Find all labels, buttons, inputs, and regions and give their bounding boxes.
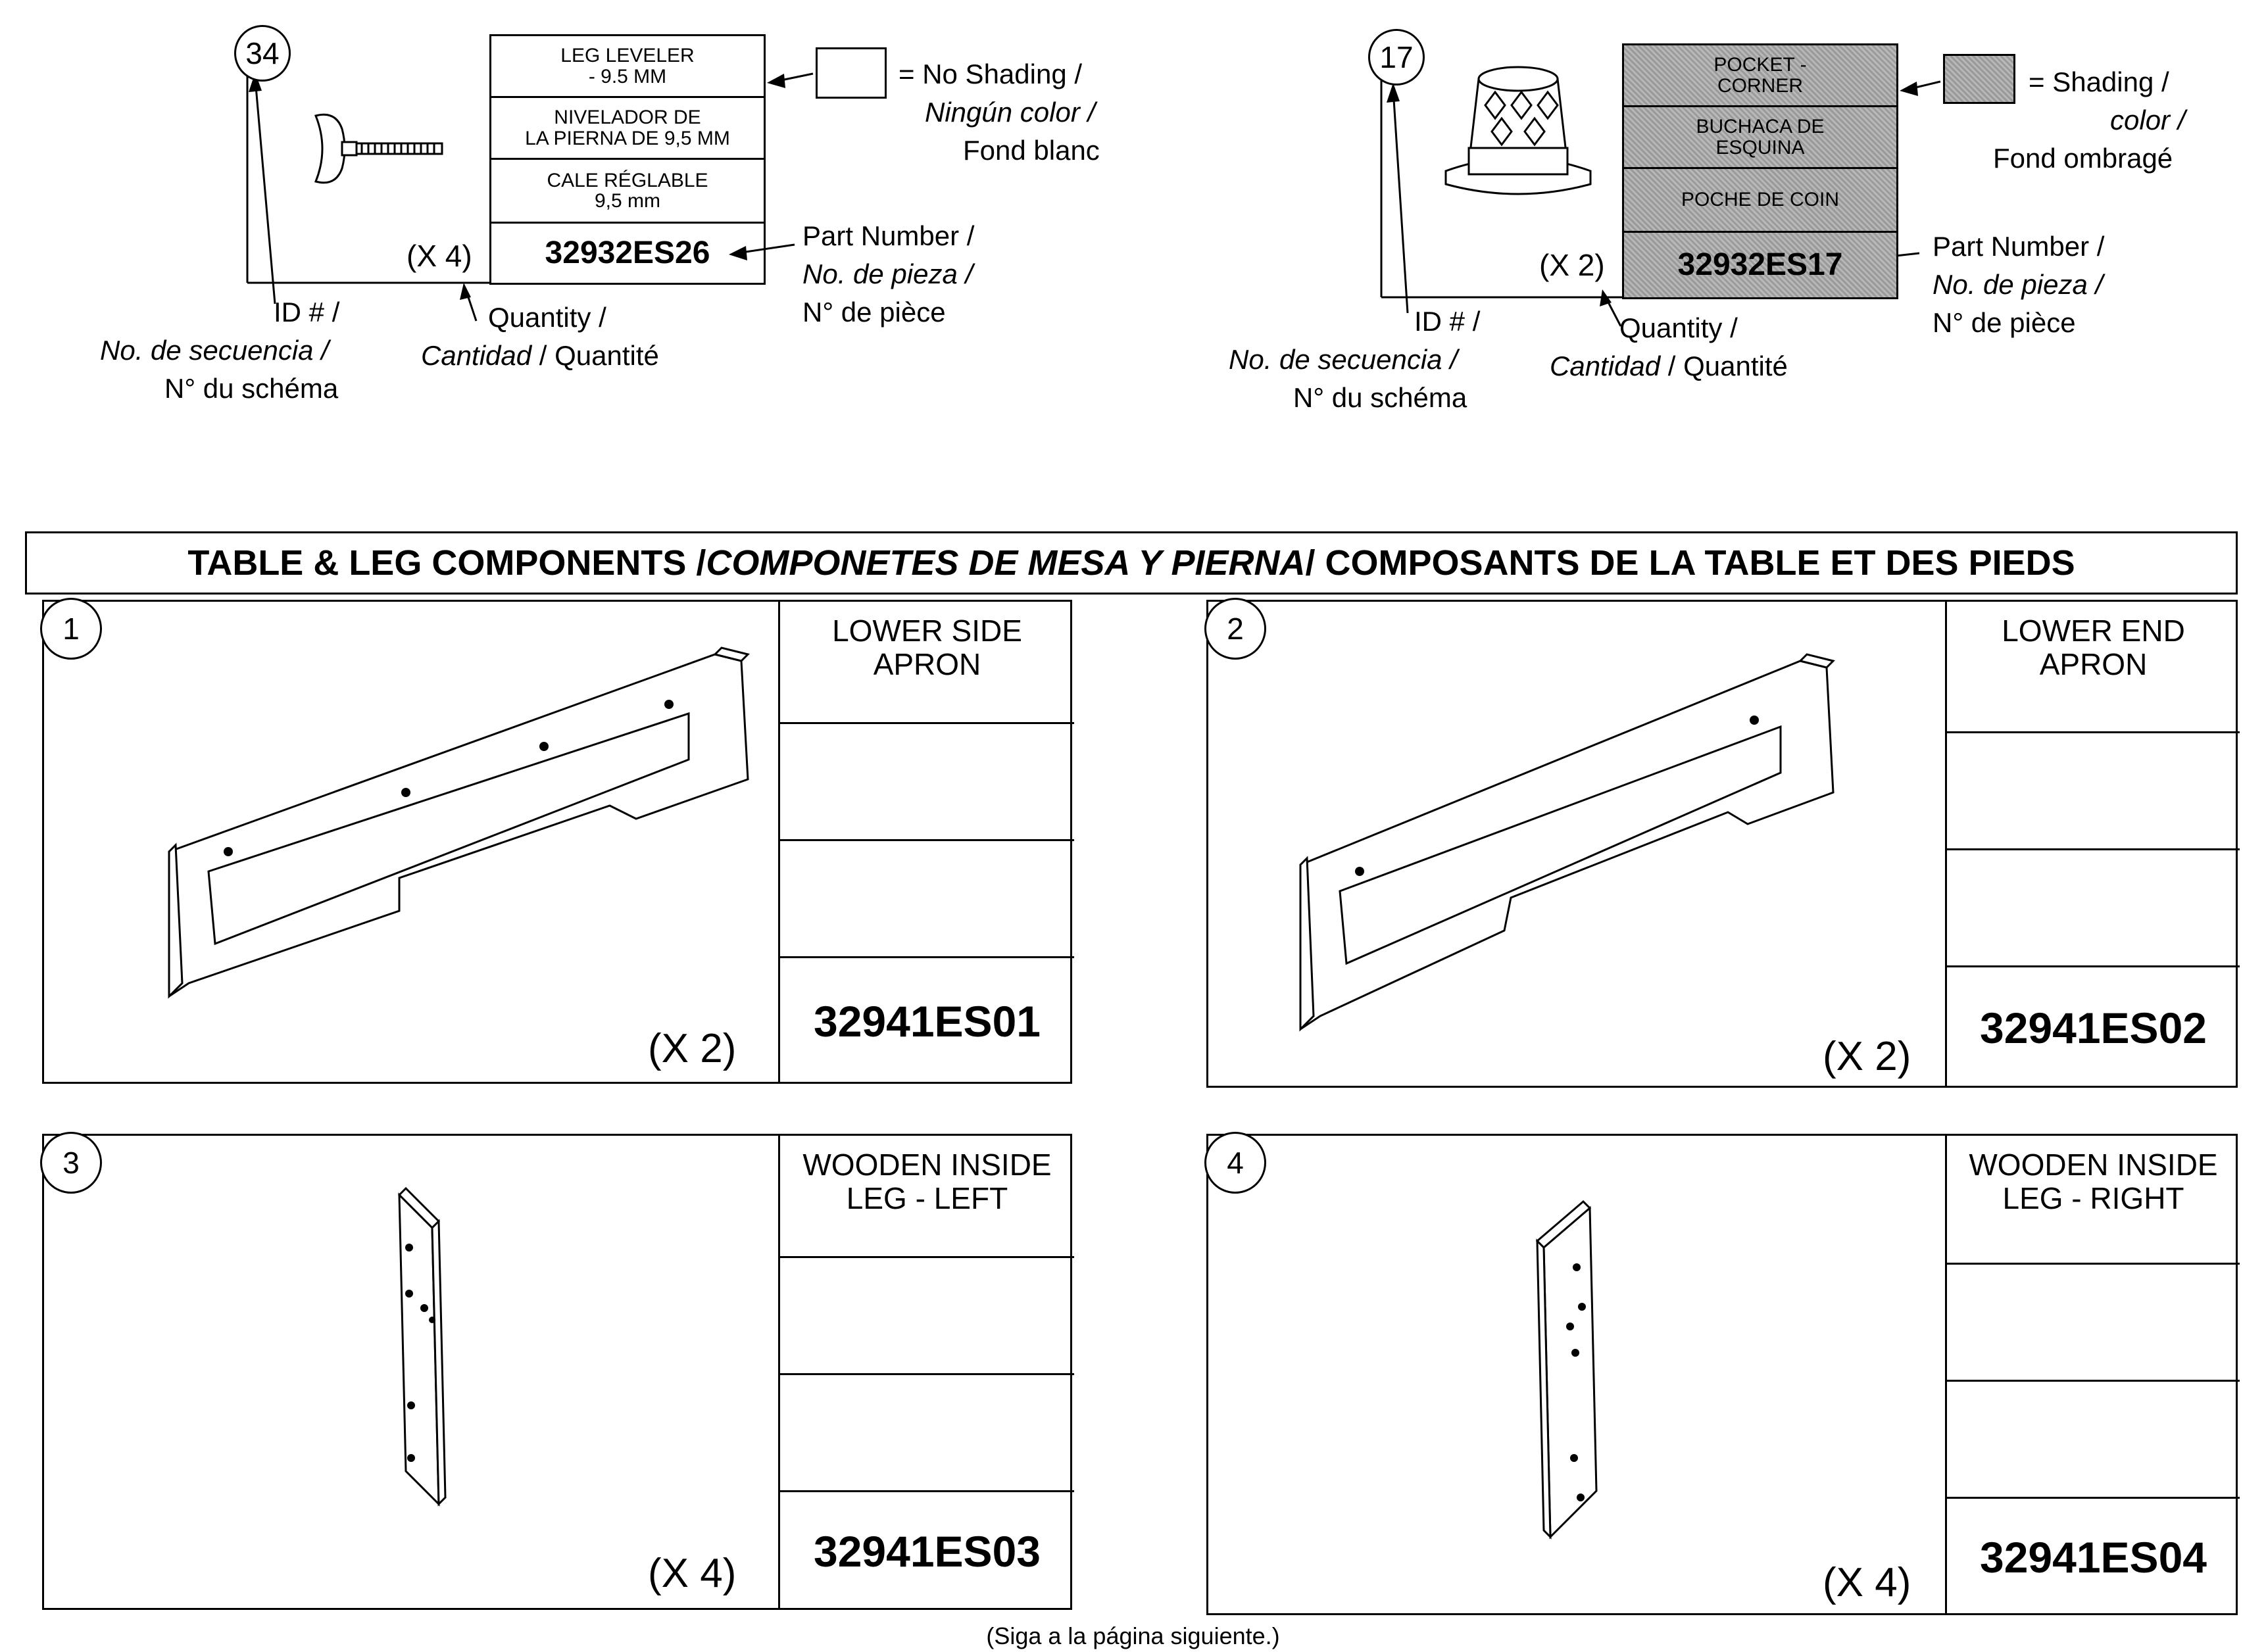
component-3-info: WOODEN INSIDE LEG - LEFT 32941ES03 — [778, 1134, 1074, 1610]
component-1-name-es — [780, 722, 1074, 839]
component-3-name-fr — [780, 1373, 1074, 1490]
legend-2-label-es: BUCHACA DE ESQUINA — [1622, 105, 1898, 169]
legend-1-part-caption-en: Part Number / — [802, 220, 975, 251]
pocket-corner-illustration — [1444, 66, 1592, 195]
legend-1-id: 34 — [245, 36, 280, 70]
component-1-id-circle: 1 — [40, 598, 102, 660]
component-card-4: (X 4) 4 WOODEN INSIDE LEG - RIGHT 32941E… — [1204, 1132, 2240, 1615]
no-shading-label-fr: Fond blanc — [963, 135, 1100, 166]
legend-1-part-caption-fr: N° de pièce — [802, 297, 946, 328]
component-2-id-circle: 2 — [1204, 598, 1266, 660]
component-4-name-fr — [1947, 1380, 2240, 1497]
component-2-name: LOWER END APRON — [2002, 614, 2185, 681]
component-card-2: (X 2) 2 LOWER END APRON 32941ES02 — [1204, 598, 2240, 1088]
no-shading-label: = No Shading / — [899, 59, 1083, 89]
legend-2-id-caption-en: ID # / — [1414, 306, 1481, 337]
legend-1-qty-caption-en: Quantity / — [488, 302, 606, 333]
legend-2-label-fr: POCHE DE COIN — [1622, 167, 1898, 233]
component-3-part-number: 32941ES03 — [780, 1490, 1074, 1610]
legend-2-part-caption-fr: N° de pièce — [1933, 307, 2076, 338]
legend-2-qty-caption-en: Quantity / — [1619, 312, 1738, 343]
component-2-name-fr — [1947, 848, 2240, 965]
lower-end-apron-illustration — [1299, 653, 1835, 1032]
component-3-quantity: (X 4) — [648, 1551, 737, 1596]
component-2-name-es — [1947, 731, 2240, 848]
legend-1-qty-caption-rest: Cantidad / Quantité — [421, 340, 659, 371]
legend-1-id-caption-en: ID # / — [274, 297, 340, 328]
footer-continue-note: (Siga a la página siguiente.) — [986, 1622, 1280, 1649]
legend-1-id-caption-es: No. de secuencia / — [100, 335, 329, 366]
legend-1-part-caption-es: No. de pieza / — [802, 258, 973, 289]
legend-2-part-caption-es: No. de pieza / — [1933, 269, 2104, 300]
component-2-quantity: (X 2) — [1823, 1034, 1911, 1079]
component-3-name-es — [780, 1256, 1074, 1373]
component-1-name: LOWER SIDE APRON — [832, 614, 1022, 681]
component-1-info: LOWER SIDE APRON 32941ES01 — [778, 600, 1074, 1084]
legend-2-id: 17 — [1379, 40, 1414, 74]
no-shading-swatch — [816, 47, 887, 99]
legend-1-quantity: (X 4) — [406, 239, 472, 273]
component-4-name: WOODEN INSIDE LEG - RIGHT — [1969, 1148, 2218, 1215]
component-1-part-number: 32941ES01 — [780, 956, 1074, 1084]
legend-1-id-caption-fr: N° du schéma — [164, 373, 339, 404]
component-3-id-circle: 3 — [40, 1132, 102, 1194]
component-2-info: LOWER END APRON 32941ES02 — [1945, 600, 2240, 1088]
component-1-name-fr — [780, 839, 1074, 956]
no-shading-label-es: Ningún color / — [925, 97, 1096, 128]
component-4-id-circle: 4 — [1204, 1132, 1266, 1194]
wooden-inside-leg-right-illustration — [1535, 1200, 1598, 1540]
component-4-info: WOODEN INSIDE LEG - RIGHT 32941ES04 — [1945, 1134, 2240, 1615]
component-1-quantity: (X 2) — [648, 1026, 737, 1071]
legend-2-id-caption-fr: N° du schéma — [1293, 382, 1467, 413]
legend-1-part-number: 32932ES26 — [489, 222, 766, 285]
component-4-quantity: (X 4) — [1823, 1560, 1911, 1605]
legend-1-id-circle: 34 — [234, 25, 291, 82]
legend-2-quantity: (X 2) — [1539, 248, 1605, 282]
section-title: TABLE & LEG COMPONENTS / COMPONETES DE M… — [25, 531, 2238, 595]
component-2-part-number: 32941ES02 — [1947, 965, 2240, 1088]
legend-2-id-circle: 17 — [1368, 29, 1425, 85]
legend-2-id-caption-es: No. de secuencia / — [1229, 344, 1458, 375]
shading-label-fr: Fond ombragé — [1993, 143, 2173, 174]
component-4-name-es — [1947, 1263, 2240, 1380]
component-3-name: WOODEN INSIDE LEG - LEFT — [802, 1148, 1052, 1215]
legend-2-qty-caption-rest: Cantidad / Quantité — [1550, 351, 1788, 381]
legend-2-part-caption-en: Part Number / — [1933, 231, 2105, 262]
leg-leveler-illustration — [314, 113, 443, 184]
legend-2-label-en: POCKET - CORNER — [1622, 43, 1898, 107]
shading-swatch — [1943, 54, 2015, 104]
shading-label-es: color / — [2110, 105, 2186, 135]
component-card-1: (X 2) 1 LOWER SIDE APRON 32941ES01 — [40, 598, 1074, 1084]
legend-2-part-number: 32932ES17 — [1622, 231, 1898, 299]
component-card-3: (X 4) 3 WOODEN INSIDE LEG - LEFT 32941ES… — [40, 1132, 1074, 1610]
wooden-inside-leg-left-illustration — [397, 1186, 447, 1507]
shading-label: = Shading / — [2029, 66, 2169, 97]
lower-side-apron-illustration — [168, 646, 750, 999]
component-4-part-number: 32941ES04 — [1947, 1497, 2240, 1615]
